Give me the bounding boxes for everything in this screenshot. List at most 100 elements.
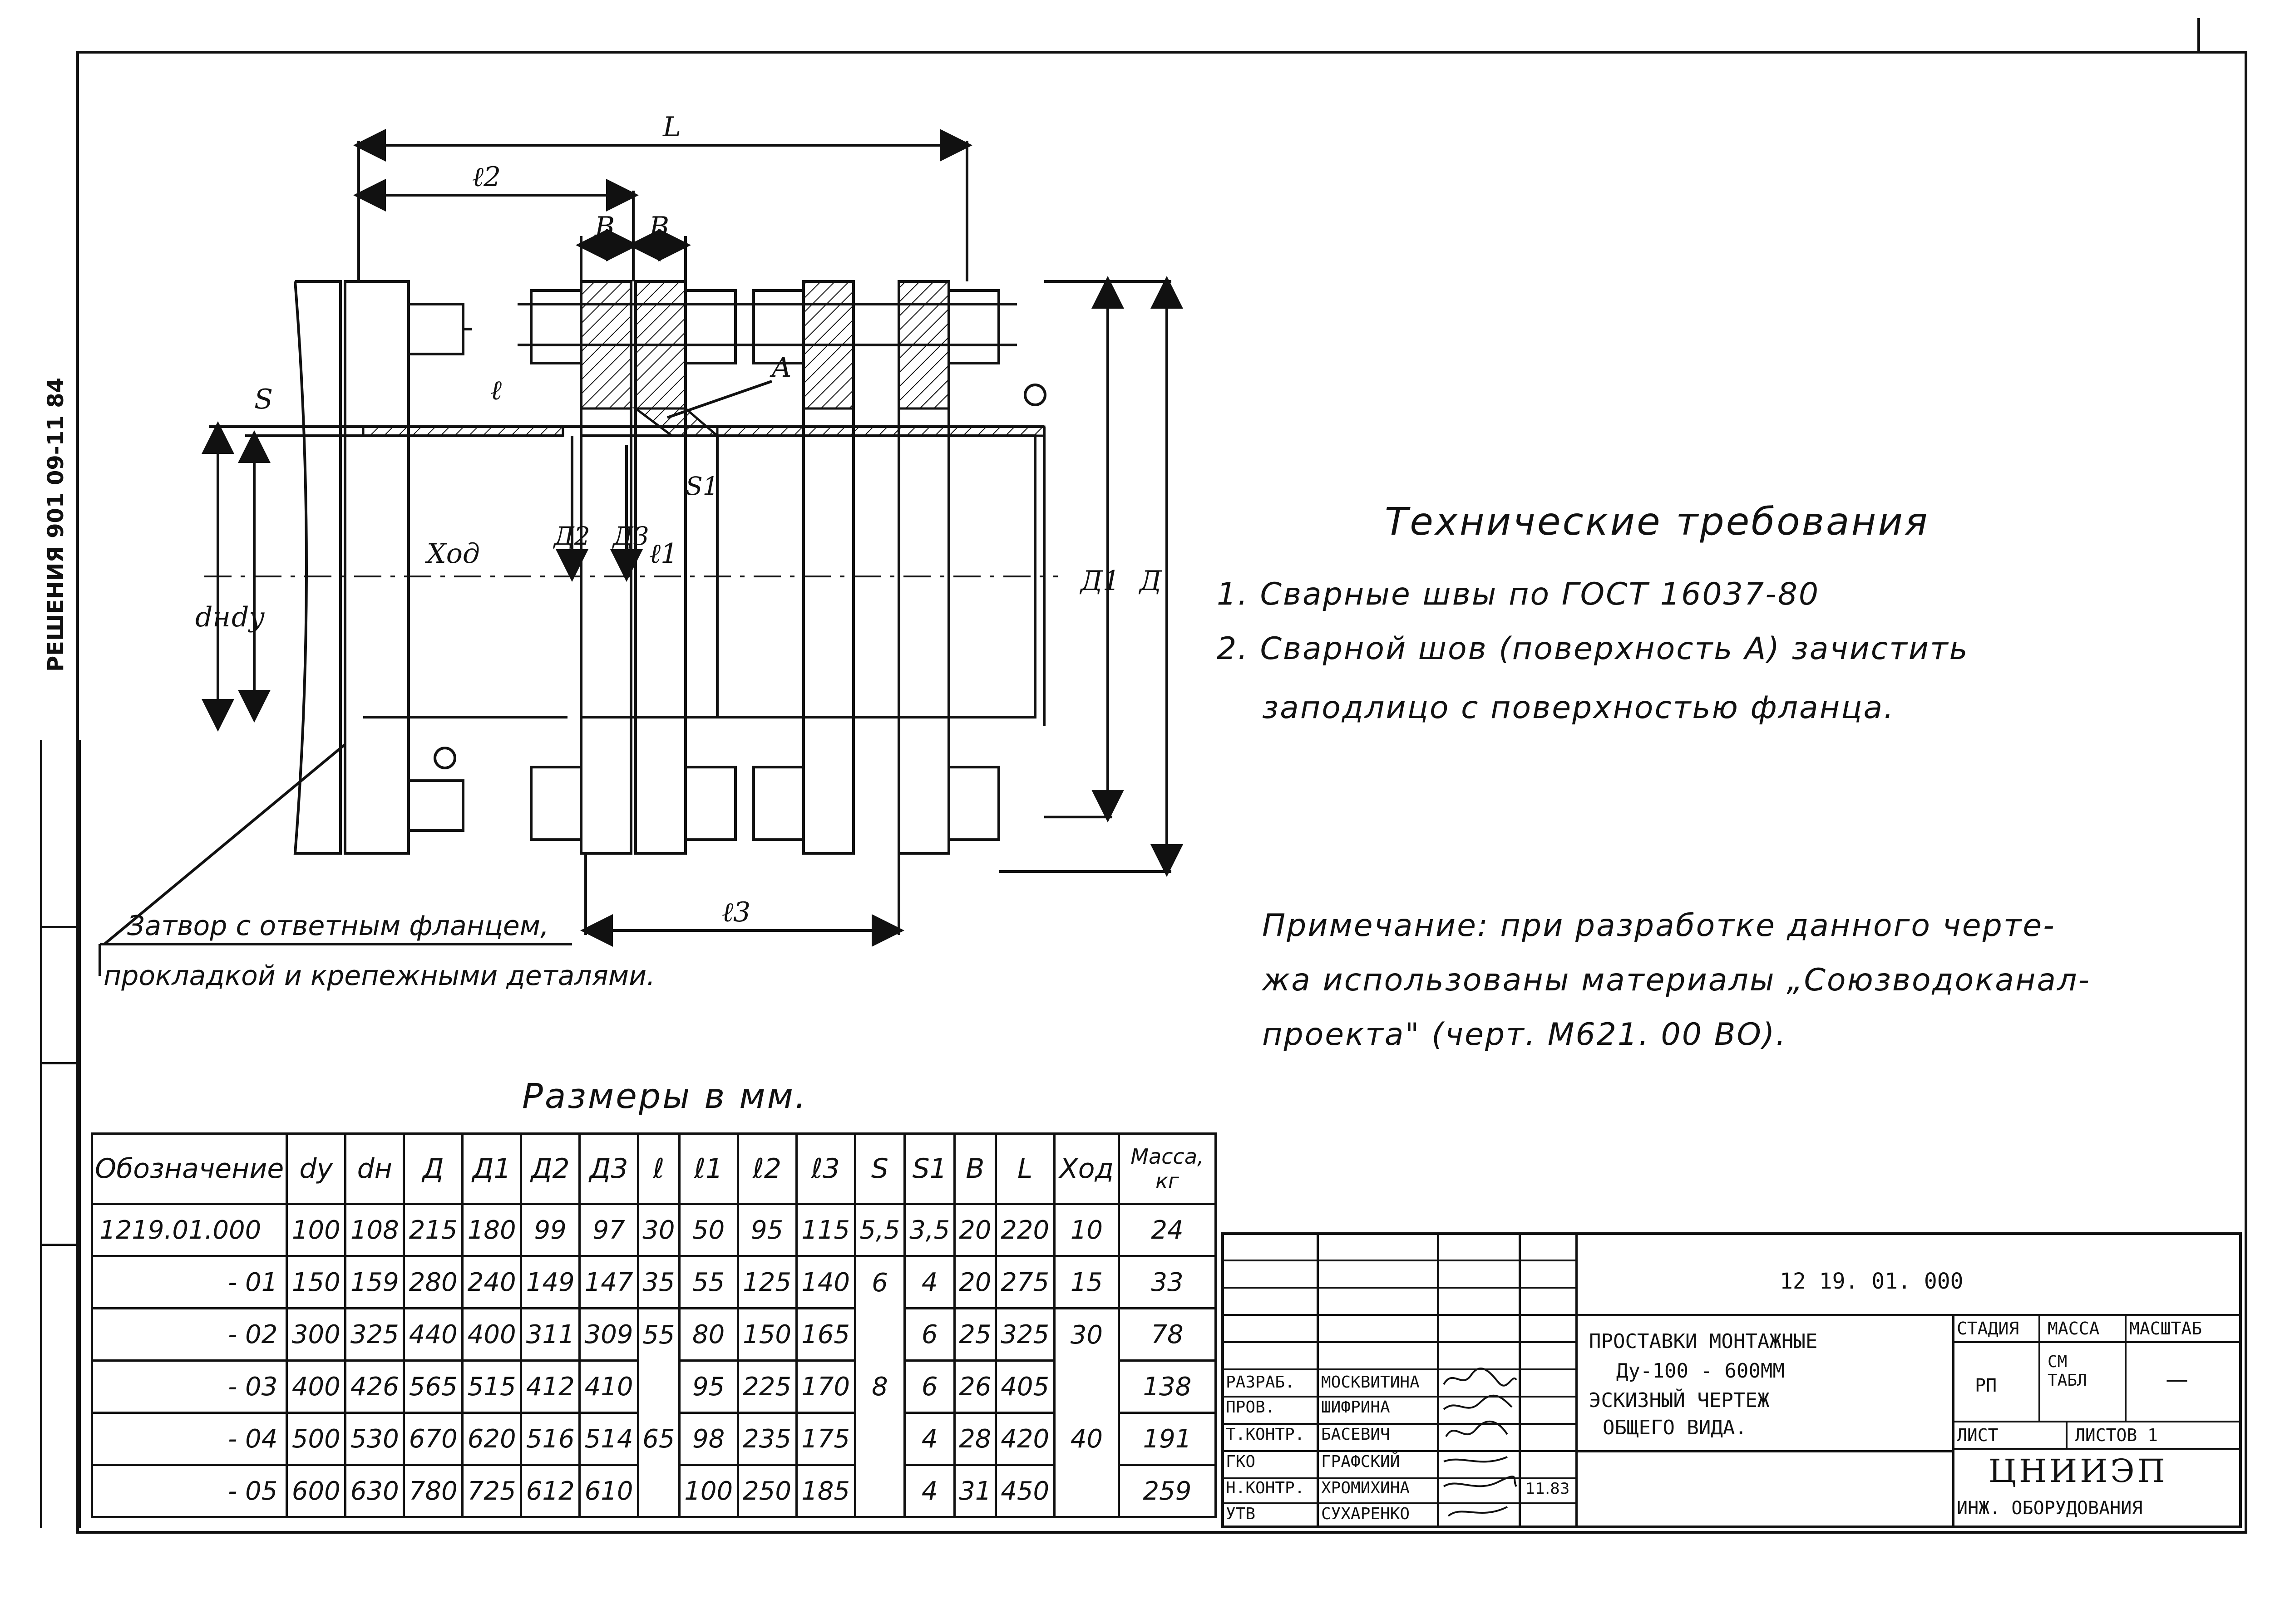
left-margin-divider — [40, 926, 79, 928]
cell: 725 — [461, 1464, 523, 1518]
cell: 410 — [578, 1359, 640, 1414]
title-block-line — [1221, 1450, 1575, 1452]
label-L: L — [662, 111, 681, 143]
title-block-line — [1221, 1477, 1575, 1479]
cell: 600 — [286, 1464, 347, 1518]
cell: 500 — [286, 1412, 347, 1466]
label-xod: Хoд — [425, 538, 480, 570]
cell: 3,5 — [903, 1203, 956, 1257]
cell: 165 — [795, 1307, 856, 1362]
label-l3: ℓ3 — [722, 896, 750, 928]
cell: 275 — [994, 1255, 1056, 1309]
cell: 630 — [344, 1464, 405, 1518]
callout-line-1: Затвор с ответным фланцем, — [127, 910, 549, 942]
title-line-4: ОБЩЕГО ВИДА. — [1603, 1416, 1747, 1439]
title-block-line — [1221, 1287, 1575, 1289]
cell: 4 — [903, 1412, 956, 1466]
sig-role: УТВ — [1226, 1505, 1256, 1523]
cell: 309 — [578, 1307, 640, 1362]
title-block-line — [1575, 1314, 2242, 1316]
cell: 108 — [344, 1203, 405, 1257]
dimensions-table: Обозначение dy dн Д Д1 Д2 Д3 ℓ ℓ1 ℓ2 ℓ3 … — [90, 1132, 1217, 1518]
cell: 24 — [1118, 1203, 1217, 1257]
cell: 300 — [286, 1307, 347, 1362]
title-block-line — [1221, 1314, 1575, 1316]
cell: 35 — [637, 1255, 681, 1309]
label-dy: dy — [232, 601, 265, 633]
cell: 15 — [1053, 1255, 1120, 1309]
note-line-2: жа использованы материалы „Союзводоканал… — [1262, 962, 2091, 998]
sig-name: ГРАФСКИЙ — [1321, 1452, 1400, 1471]
col-header: ℓ — [637, 1132, 681, 1205]
sig-role: РАЗРАБ. — [1226, 1373, 1295, 1392]
cell: 149 — [520, 1255, 581, 1309]
table-row: 1219.01.000 100 108 215 180 99 97 30 50 … — [90, 1203, 1217, 1257]
cell: 4 — [903, 1255, 956, 1309]
cell: 65 — [637, 1412, 681, 1465]
title-block-line — [1221, 1502, 1575, 1504]
cell: 450 — [994, 1464, 1056, 1518]
title-line-1: ПРОСТАВКИ МОНТАЖНЫЕ — [1589, 1330, 1818, 1353]
col-header: Xод — [1053, 1132, 1120, 1205]
cell: 311 — [520, 1307, 581, 1362]
cell: 400 — [461, 1307, 523, 1362]
cell: 191 — [1118, 1412, 1217, 1466]
title-block-line — [1519, 1232, 1521, 1528]
cell: 95 — [736, 1203, 798, 1257]
label-S1: S1 — [686, 472, 719, 501]
label-b2: B — [649, 211, 669, 243]
cell: 530 — [344, 1412, 405, 1466]
left-margin-divider — [40, 1062, 79, 1064]
cell: 1219.01.000 — [90, 1203, 288, 1257]
cell: 30 — [637, 1203, 681, 1257]
handwritten-signatures — [1443, 1368, 1517, 1517]
cell: 420 — [994, 1412, 1056, 1466]
label-D: Д — [1138, 565, 1162, 597]
tech-requirement-2-cont: заподлицо с поверхностью фланца. — [1262, 690, 1895, 726]
cell: 6 — [854, 1255, 906, 1309]
title-block-line — [1952, 1448, 2242, 1450]
cell — [637, 1465, 681, 1518]
cell — [1053, 1465, 1120, 1518]
col-header: S — [854, 1132, 906, 1205]
label-D3: Д3 — [612, 522, 649, 551]
cell: 100 — [678, 1464, 739, 1518]
title-block-line — [1952, 1341, 2242, 1343]
cell: 115 — [795, 1203, 856, 1257]
cell: 440 — [403, 1307, 464, 1362]
cell — [637, 1360, 681, 1413]
cell: 259 — [1118, 1464, 1217, 1518]
cell: 185 — [795, 1464, 856, 1518]
table-row: - 03 400 426 565 515 412 410 95 225 170 … — [90, 1359, 1217, 1414]
cell — [854, 1412, 906, 1465]
sig-role: Т.КОНТР. — [1226, 1425, 1305, 1444]
cell: 100 — [286, 1203, 347, 1257]
cell: 515 — [461, 1359, 523, 1414]
cell: 150 — [736, 1307, 798, 1362]
cell: 20 — [953, 1203, 997, 1257]
title-block-line — [1221, 1423, 1575, 1425]
dims-table-caption: Размеры в мм. — [522, 1076, 808, 1116]
stage-label: СТАДИЯ — [1957, 1319, 2019, 1339]
title-block-line — [1221, 1396, 1575, 1398]
sig-name: ШИФРИНА — [1321, 1398, 1390, 1417]
cell: 670 — [403, 1412, 464, 1466]
title-block-line — [2038, 1314, 2040, 1421]
cell: 235 — [736, 1412, 798, 1466]
title-block-line — [1575, 1450, 1952, 1452]
cell: 55 — [678, 1255, 739, 1309]
title-block-line — [1221, 1260, 1575, 1261]
col-header: Обозначение — [90, 1132, 288, 1205]
label-b1: B — [594, 211, 615, 243]
title-block-line — [1221, 1368, 1575, 1370]
cell: 325 — [994, 1307, 1056, 1362]
cell: 31 — [953, 1464, 997, 1518]
col-header: L — [994, 1132, 1056, 1205]
left-margin-divider — [40, 1244, 79, 1246]
table-row: - 01 150 159 280 240 149 147 35 55 125 1… — [90, 1255, 1217, 1309]
cell: 50 — [678, 1203, 739, 1257]
cell: 240 — [461, 1255, 523, 1309]
scale-value: — — [2166, 1366, 2188, 1393]
label-D2: Д2 — [553, 522, 590, 551]
callout-line-2: прокладкой и крепежными деталями. — [104, 960, 656, 992]
